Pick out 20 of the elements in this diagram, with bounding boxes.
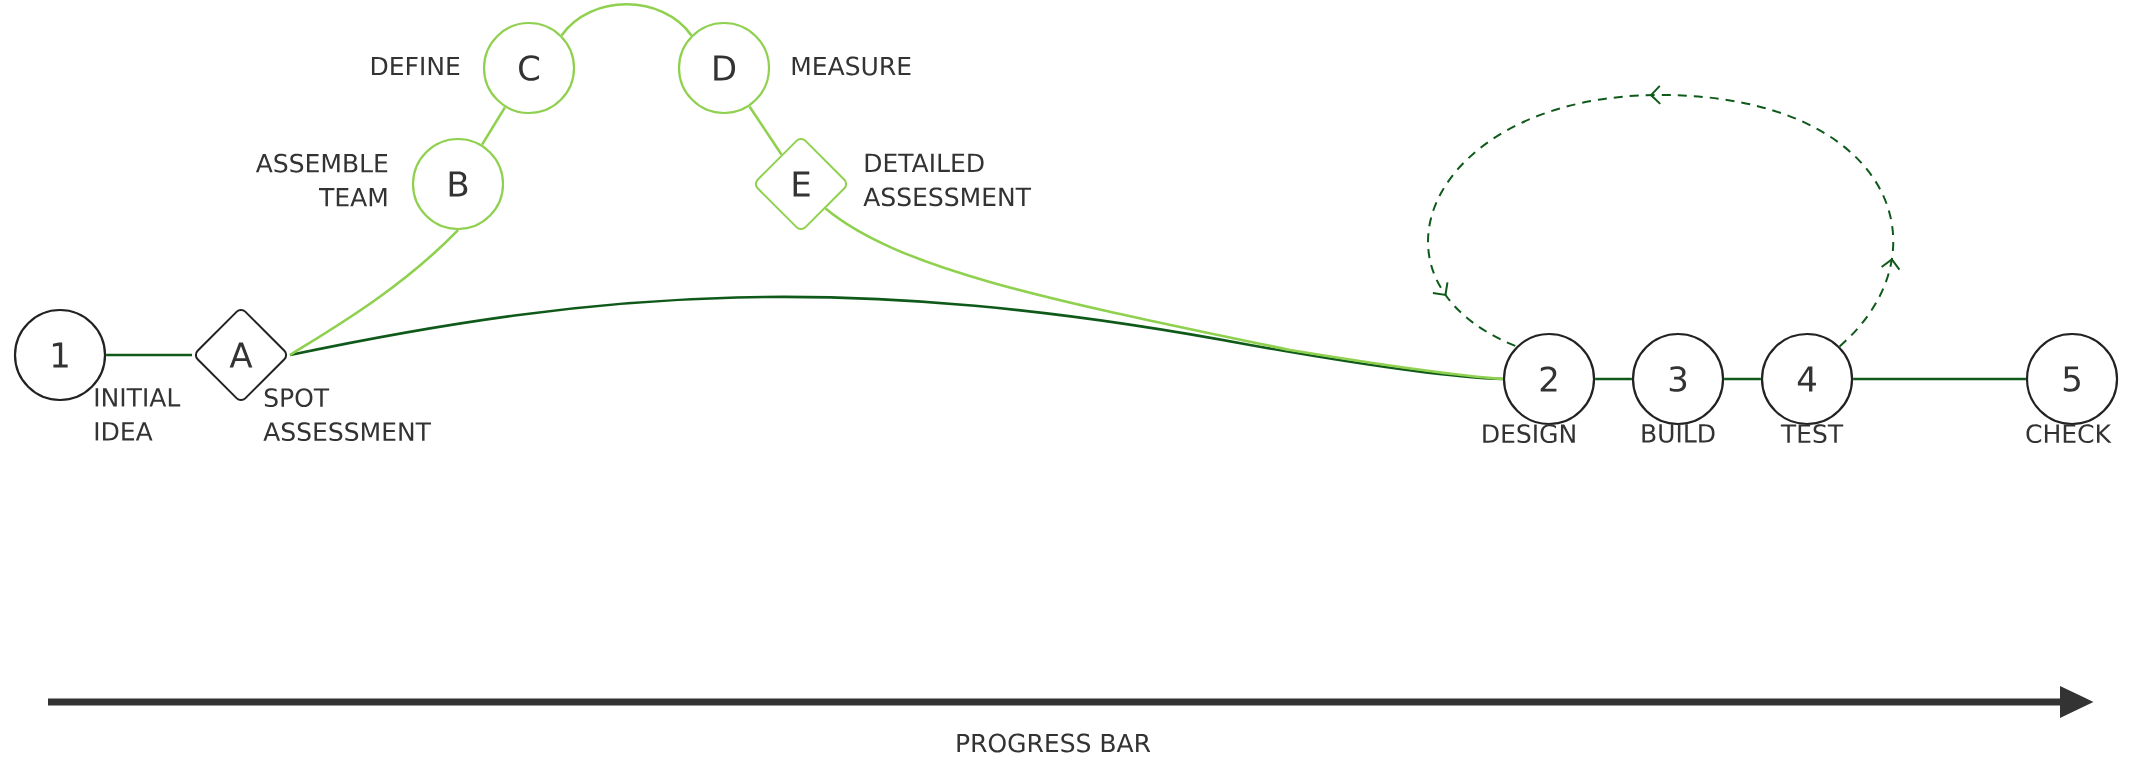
step-label: SPOT ASSESSMENT [263, 388, 431, 442]
step-label: MEASURE [792, 56, 911, 76]
connector-line [1724, 377, 1761, 381]
step-label: CHECK [2026, 424, 2112, 444]
connector-line [824, 207, 1503, 381]
connector-line [748, 105, 783, 156]
connector-line [480, 106, 507, 146]
connector-line [1595, 377, 1632, 381]
step-label: BUILD [1642, 424, 1715, 443]
step-label: DEFINE [371, 56, 460, 76]
step-label: DETAILED ASSESSMENT [863, 153, 1031, 207]
connector-line [1853, 377, 2026, 381]
step-label: TEST [1780, 424, 1844, 444]
connector-line [289, 229, 459, 357]
connector-line [106, 353, 192, 357]
step-label: DESIGN [1483, 424, 1575, 444]
step-label: INITIAL IDEA [95, 388, 181, 441]
connector-line [560, 3, 693, 37]
axis-label: PROGRESS BAR [957, 733, 1151, 753]
step-label: ASSEMBLE TEAM [255, 153, 388, 207]
